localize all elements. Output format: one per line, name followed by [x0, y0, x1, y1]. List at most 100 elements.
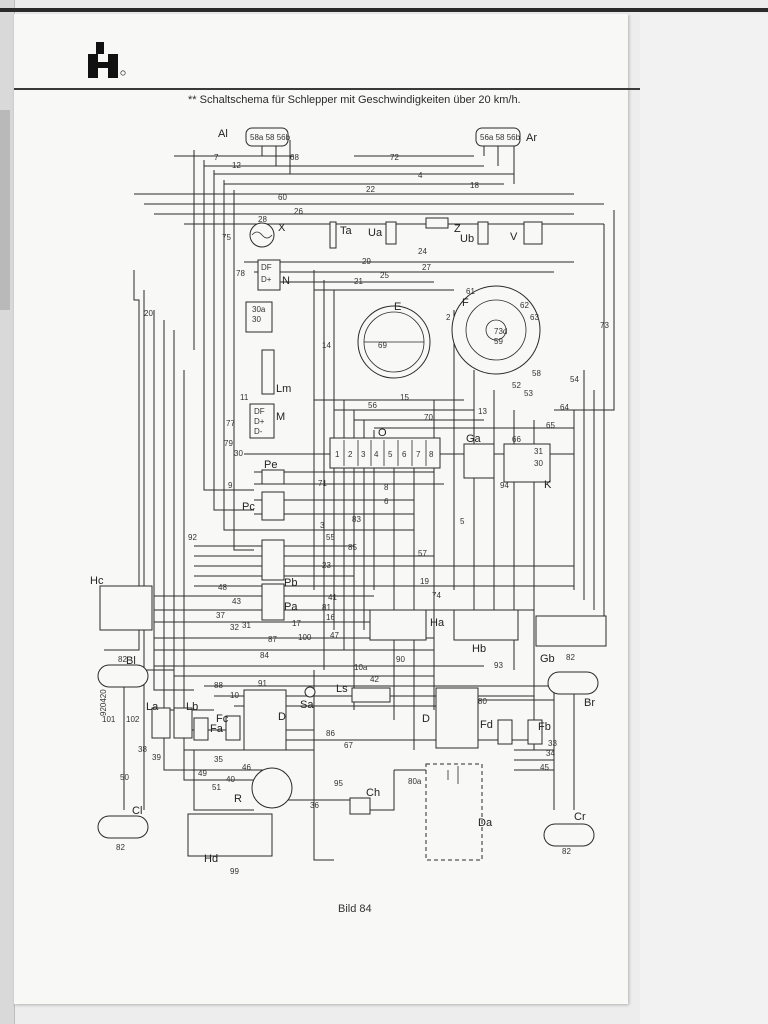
- wire-number: 85: [348, 543, 357, 552]
- plug-pc: [261, 491, 285, 521]
- label-pe: Pe: [264, 459, 277, 471]
- slot-label: 2: [348, 450, 353, 459]
- dynamo-d2: [435, 687, 479, 749]
- switch-ub: [477, 221, 489, 245]
- fuse-fa: [193, 717, 209, 741]
- flasher-ga: [463, 443, 495, 479]
- wire-number: 75: [222, 233, 231, 242]
- wire-number: 87: [268, 635, 277, 644]
- wire-number: 29: [362, 257, 371, 266]
- label-v: V: [510, 231, 518, 243]
- wire-number: 17: [292, 619, 301, 628]
- figure-caption: Bild 84: [338, 903, 372, 915]
- terminal-m2: D+: [254, 417, 265, 426]
- wire-number: 101: [102, 715, 116, 724]
- wire-number: 19: [420, 577, 429, 586]
- terminal-lm1: 30a: [252, 305, 266, 314]
- fuse-fc: [225, 715, 241, 741]
- wire-number: 13: [478, 407, 487, 416]
- wire-number: 35: [214, 755, 223, 764]
- wire-number: 41: [328, 593, 337, 602]
- heading-stars: **: [188, 94, 197, 106]
- slot-label: 8: [429, 450, 434, 459]
- wire-number: 92: [188, 533, 197, 542]
- fuse-box-o: [329, 437, 441, 469]
- label-da: Da: [478, 817, 493, 829]
- scan-background: [640, 14, 768, 1024]
- lamp-ar: [475, 127, 521, 147]
- unit-m: [249, 403, 275, 439]
- label-ua: Ua: [368, 227, 383, 239]
- wire-number: 69: [378, 341, 387, 350]
- wire-number: 43: [232, 597, 241, 606]
- terminal-n2: D+: [261, 275, 272, 284]
- wire-number: 28: [258, 215, 267, 224]
- label-k: K: [544, 479, 552, 491]
- relay-hb: [453, 609, 519, 641]
- wire-number: 65: [546, 421, 555, 430]
- wire-number: 66: [512, 435, 521, 444]
- regulator-n: [257, 259, 281, 291]
- wire-number: 36: [310, 801, 319, 810]
- slot-label: 3: [361, 450, 366, 459]
- label-cr: Cr: [574, 811, 586, 823]
- plug-pe: [261, 469, 285, 485]
- wire-number: 93: [494, 661, 503, 670]
- label-ub: Ub: [460, 233, 474, 245]
- wire-number: 84: [260, 651, 269, 660]
- label-bl: Bl: [126, 655, 136, 667]
- wire-number: 26: [294, 207, 303, 216]
- wire-number: 82: [566, 653, 575, 662]
- wire-number: 12: [232, 161, 241, 170]
- wire-number: 102: [126, 715, 140, 724]
- wire-number: 80a: [408, 777, 422, 786]
- wire-number: 60: [278, 193, 287, 202]
- label-f: F: [462, 297, 469, 309]
- wire-number: 16: [326, 613, 335, 622]
- label-pa: Pa: [284, 601, 298, 613]
- switch-hc: [99, 585, 153, 631]
- label-x: X: [278, 222, 286, 234]
- terminal-m3: D-: [254, 427, 263, 436]
- dynamo-d1: [243, 689, 287, 751]
- label-al: Al: [218, 128, 228, 140]
- wire-number: 3: [320, 521, 325, 530]
- socket-sa: [304, 686, 316, 698]
- wire-number: 23: [322, 561, 331, 570]
- wire-number: 38: [138, 745, 147, 754]
- label-n: N: [282, 275, 290, 287]
- wire-number: 73d: [494, 327, 507, 336]
- label-ls: Ls: [336, 683, 348, 695]
- label-pb: Pb: [284, 577, 297, 589]
- label-hb: Hb: [472, 643, 486, 655]
- wire-number: 77: [226, 419, 235, 428]
- wire-number: 31: [242, 621, 251, 630]
- adjacent-photo-strip: [0, 110, 10, 310]
- wire-number: 52: [512, 381, 521, 390]
- wire-number: 10: [230, 691, 239, 700]
- wire-number: 74: [432, 591, 441, 600]
- switch-hd: [187, 813, 273, 857]
- label-o: O: [378, 427, 387, 439]
- sender-ta: [329, 221, 337, 249]
- lamp-cr: [543, 823, 595, 847]
- wire-number: 80: [478, 697, 487, 706]
- wire-number: 42: [370, 675, 379, 684]
- wire-number: 32: [230, 623, 239, 632]
- wire-number: 51: [212, 783, 221, 792]
- terminal-lm2: 30: [252, 315, 261, 324]
- wire-number: 5: [460, 517, 465, 526]
- lamp-lm: [261, 349, 275, 395]
- wire-number: 27: [422, 263, 431, 272]
- label-br: Br: [584, 697, 595, 709]
- wire-number: 54: [570, 375, 579, 384]
- wire-number: 71: [318, 479, 327, 488]
- fuse-fb: [527, 719, 543, 745]
- side-code: 920420: [99, 689, 108, 716]
- wire-number: 22: [366, 185, 375, 194]
- starter-block: [245, 301, 273, 333]
- plug-pb: [261, 539, 285, 581]
- label-z: Z: [454, 223, 461, 235]
- label-hc: Hc: [90, 575, 104, 587]
- wire-number: 10a: [354, 663, 368, 672]
